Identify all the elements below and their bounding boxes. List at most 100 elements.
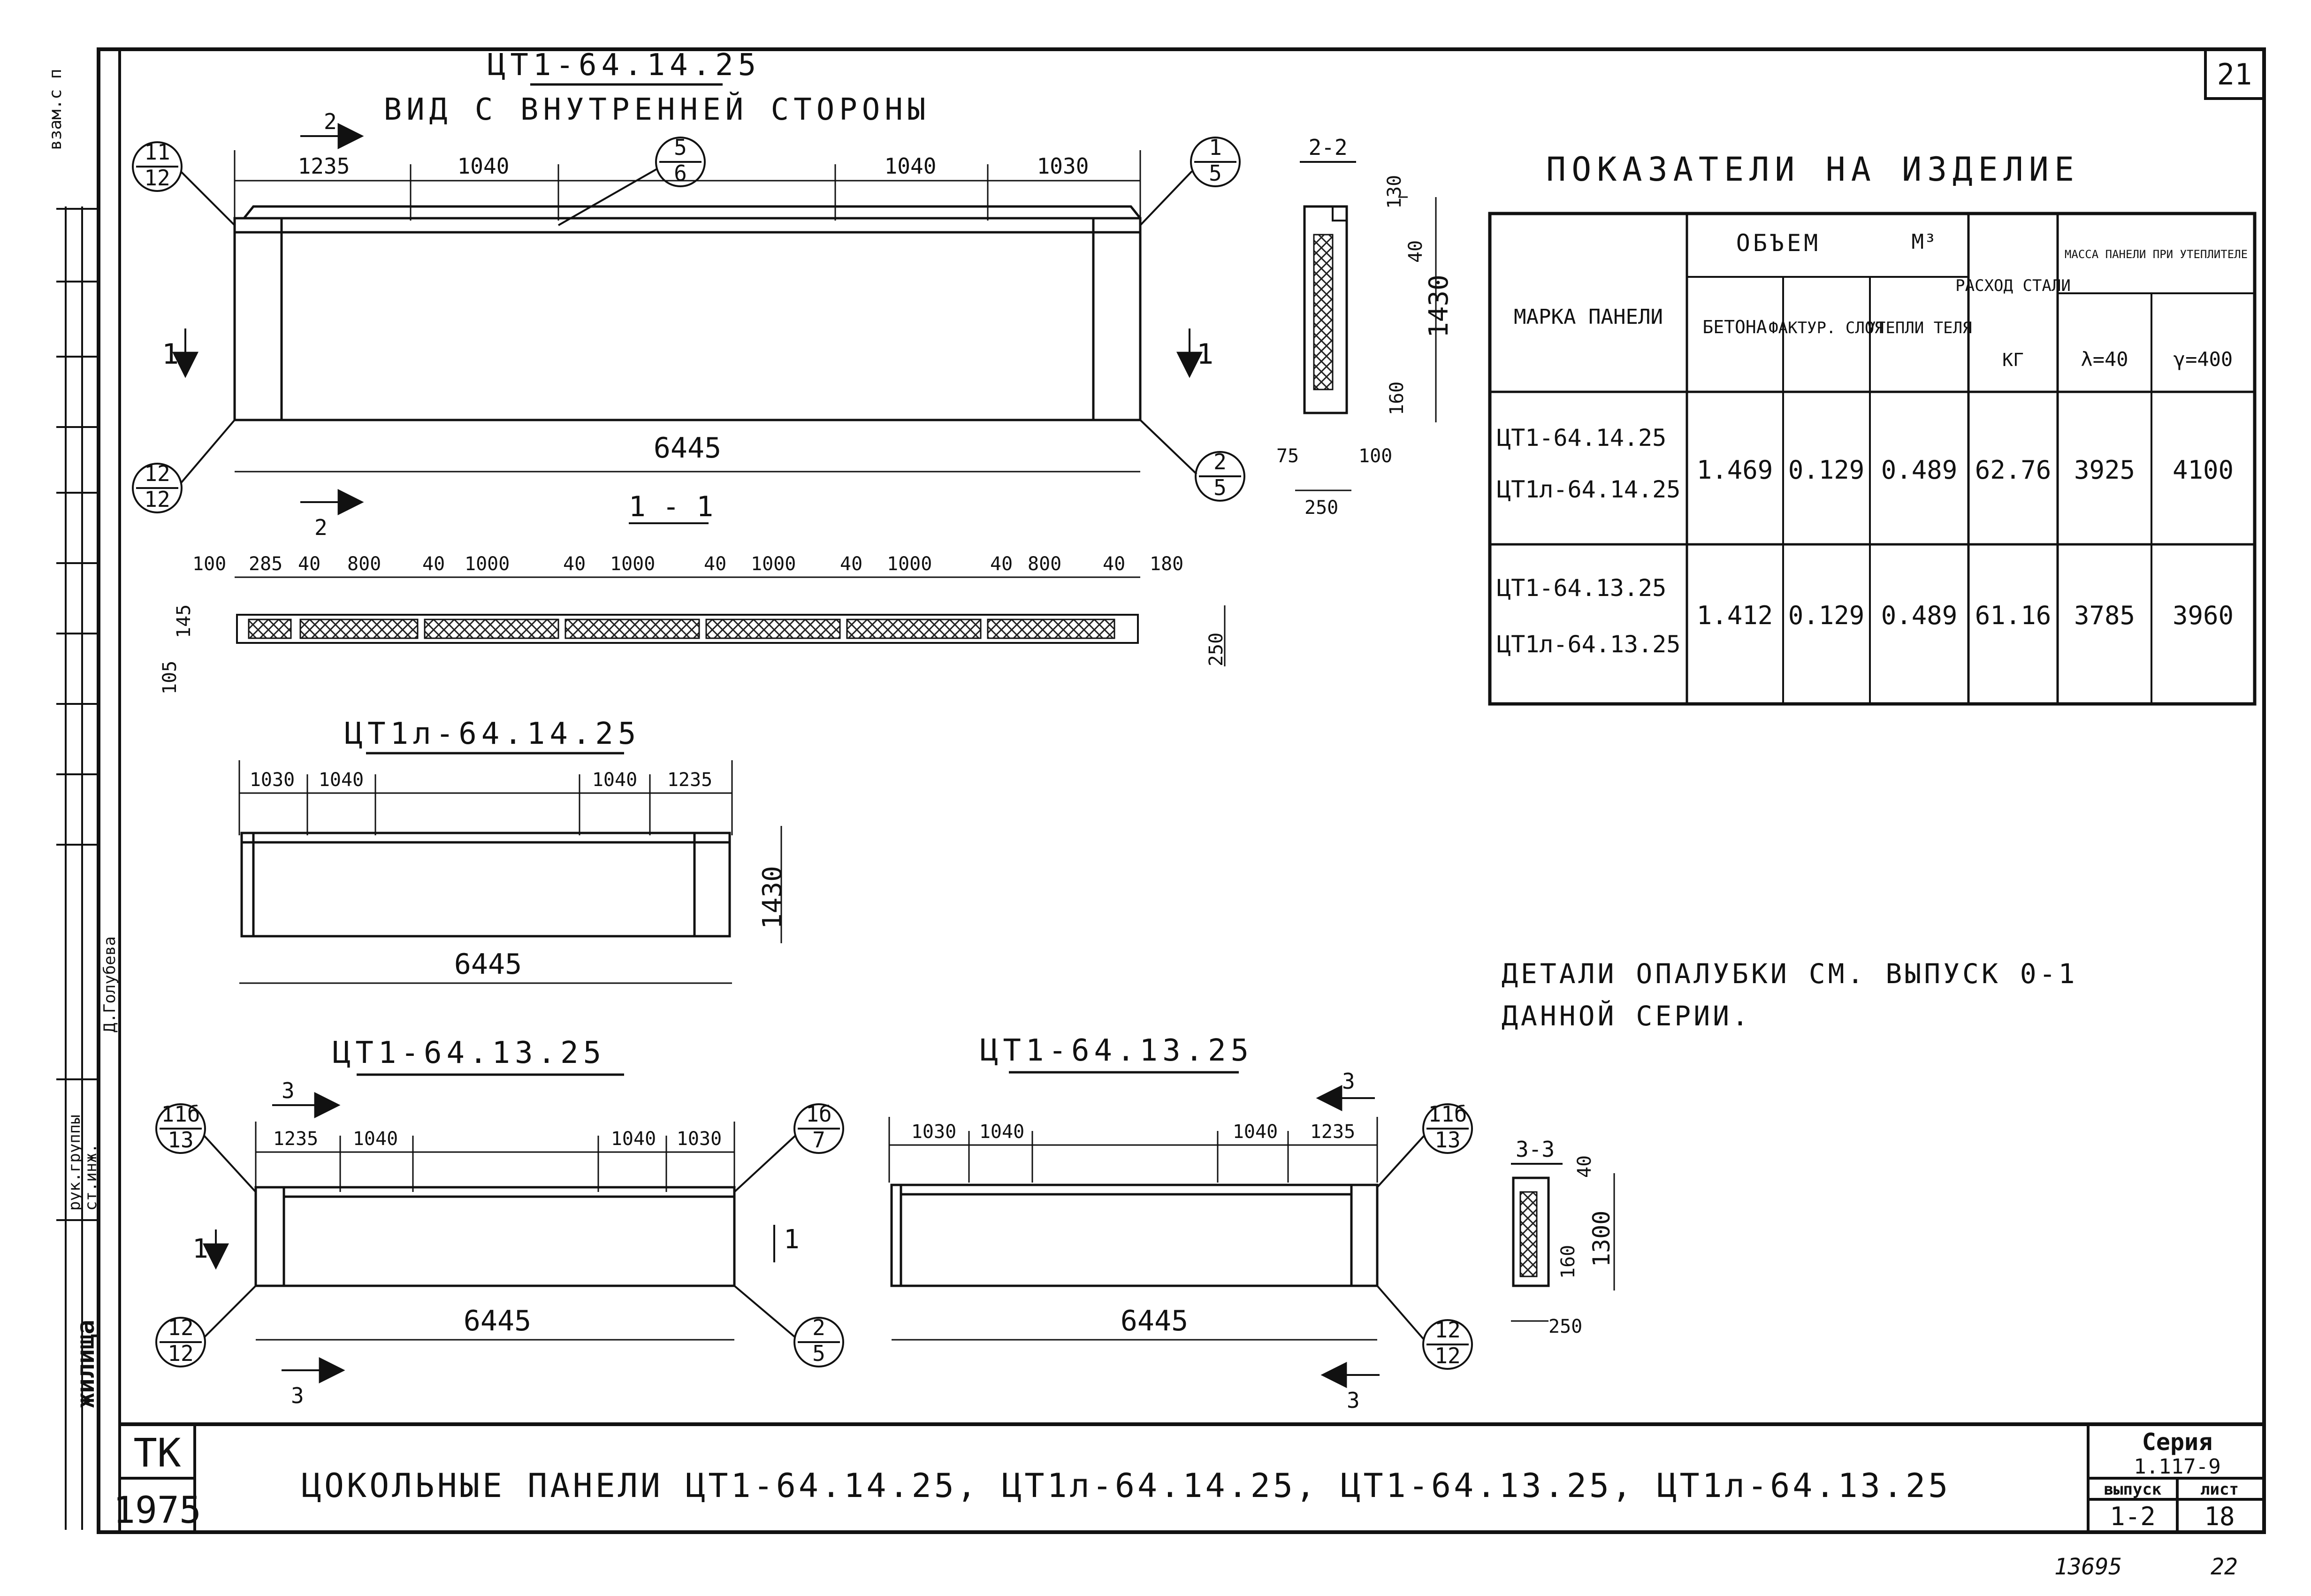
callout-3-den: 5 — [1209, 160, 1222, 186]
drawing-title: ЦОКОЛЬНЫЕ ПАНЕЛИ ЦТ1-64.14.25, ЦТ1л-64.1… — [302, 1466, 1951, 1505]
panel-l-14: ЦТ1л-64.14.25 1030 1040 1040 1235 6445 1… — [238, 717, 788, 984]
archive-page: 22 — [2211, 1554, 2238, 1580]
s11-dim-2: 40 — [298, 553, 320, 575]
hdr-steel: РАСХОД СТАЛИ — [1955, 276, 2071, 295]
stamp-name-1: Д.Голубева — [100, 936, 119, 1032]
p13r-dim-3: 1040 — [1233, 1121, 1278, 1143]
pl14-dim-2: 1040 — [319, 769, 364, 791]
s11-right-250: 250 — [1205, 633, 1227, 666]
callout-2-num: 5 — [674, 135, 687, 160]
section-mark-2-bottom: 2 — [314, 515, 328, 540]
stamp-role-2: ст.инж. — [82, 1144, 100, 1211]
note: ДЕТАЛИ ОПАЛУБКИ СМ. ВЫПУСК 0-1 ДАННОЙ СЕ… — [1502, 958, 2078, 1032]
hdr-concrete: БЕТОНА — [1702, 317, 1767, 337]
main-view: ЦТ1-64.14.25 ВИД С ВНУТРЕННЕЙ СТОРОНЫ 2 … — [132, 48, 1245, 540]
series-label: Серия — [2142, 1428, 2213, 1456]
callout-5-den: 5 — [1213, 475, 1227, 500]
p13r-section-bottom: 3 — [1347, 1388, 1360, 1413]
pl14-dim-3: 1040 — [592, 769, 637, 791]
callout-4-num: 12 — [144, 461, 170, 486]
p13r-callout-2-num: 12 — [1434, 1317, 1460, 1343]
p13l-callout-3-num: 12 — [168, 1315, 193, 1340]
section-1-1-title: 1 - 1 — [629, 490, 714, 523]
s11-dim-7: 1000 — [610, 553, 655, 575]
stamp-org: жилища — [72, 1320, 100, 1408]
p13l-callout-1-num: 11б — [161, 1101, 200, 1127]
row2-m400: 3960 — [2173, 601, 2234, 630]
row2-steel: 61.16 — [1975, 601, 2052, 630]
section-mark-2-top: 2 — [324, 109, 337, 134]
hdr-mass: МАССА ПАНЕЛИ ПРИ УТЕПЛИТЕЛЕ — [2065, 248, 2248, 261]
section-2-2: 2-2 130 40 1430 160 75 100 250 — [1276, 135, 1454, 519]
p13r-overall: 6445 — [1121, 1305, 1189, 1337]
s22-dim-160: 160 — [1386, 382, 1408, 415]
s11-left-105: 105 — [159, 661, 181, 695]
row2-m40: 3785 — [2074, 601, 2135, 630]
org-code: ТК — [133, 1430, 181, 1476]
p13r-section-top: 3 — [1342, 1069, 1355, 1094]
p13r-dim-1: 1030 — [911, 1121, 956, 1143]
row1-insulation: 0.489 — [1881, 455, 1958, 485]
s22-dim-1430: 1430 — [1424, 275, 1454, 338]
hdr-mass-b: γ=400 — [2174, 348, 2233, 371]
p13l-callout-4-den: 5 — [812, 1341, 825, 1366]
section-3-3: 3-3 40 1300 160 250 — [1511, 1137, 1615, 1337]
callout-1-num: 11 — [144, 139, 170, 165]
pl14-dim-4: 1235 — [667, 769, 712, 791]
series-value: 1.117-9 — [2134, 1455, 2220, 1479]
row1-m400: 4100 — [2173, 455, 2234, 485]
p13r-callout-1-den: 13 — [1434, 1127, 1460, 1153]
s11-dim-12: 40 — [990, 553, 1013, 575]
p13l-dim-3: 1040 — [611, 1128, 656, 1150]
s33-dim-1300: 1300 — [1588, 1211, 1615, 1267]
top-dim-4: 1030 — [1037, 153, 1089, 179]
row2-concrete: 1.412 — [1697, 601, 1773, 630]
pl14-dim-1: 1030 — [250, 769, 295, 791]
main-view-subtitle: ВИД С ВНУТРЕННЕЙ СТОРОНЫ — [384, 92, 931, 127]
p13l-callout-1-den: 13 — [168, 1127, 193, 1153]
archive-number: 13695 — [2054, 1554, 2122, 1580]
s33-dim-160: 160 — [1557, 1245, 1579, 1279]
s11-dim-3: 800 — [347, 553, 381, 575]
main-overall-dim: 6445 — [654, 432, 722, 465]
row1-mark-2: ЦТ1л-64.14.25 — [1497, 476, 1680, 503]
note-line-2: ДАННОЙ СЕРИИ. — [1502, 1000, 1751, 1032]
callout-3-num: 1 — [1209, 135, 1222, 160]
s11-left-145: 145 — [173, 604, 195, 638]
hdr-steel-unit: КГ — [2002, 350, 2024, 370]
side-mark-right: 1 — [1197, 338, 1213, 371]
p13l-section-top: 3 — [282, 1078, 295, 1103]
year: 1975 — [113, 1489, 201, 1532]
p13l-title: ЦТ1-64.13.25 — [333, 1036, 606, 1070]
p13l-section-bottom: 3 — [291, 1383, 304, 1408]
s11-dim-14: 40 — [1103, 553, 1125, 575]
section-2-2-title: 2-2 — [1308, 135, 1347, 160]
p13l-dim-4: 1030 — [677, 1128, 722, 1150]
section-3-3-title: 3-3 — [1516, 1137, 1555, 1162]
s11-dim-5: 1000 — [465, 553, 510, 575]
hdr-facing: ФАКТУР. СЛОЯ — [1769, 319, 1884, 337]
row2-facing: 0.129 — [1788, 601, 1865, 630]
s11-dim-4: 40 — [422, 553, 445, 575]
row1-mark-1: ЦТ1-64.14.25 — [1497, 424, 1666, 451]
note-line-1: ДЕТАЛИ ОПАЛУБКИ СМ. ВЫПУСК 0-1 — [1502, 958, 2078, 990]
sheet-label: лист — [2200, 1480, 2239, 1499]
sheet-frame — [97, 47, 2266, 1534]
p13r-dim-4: 1235 — [1310, 1121, 1355, 1143]
s22-dim-250: 250 — [1304, 497, 1338, 519]
callout-4-den: 12 — [144, 487, 170, 512]
issue-label: выпуск — [2104, 1480, 2162, 1499]
indicators-table: ПОКАЗАТЕЛИ НА ИЗДЕЛИЕ МАРКА ПАНЕЛИ ОБЪЕМ… — [1488, 150, 2257, 706]
pl14-overall: 6445 — [454, 948, 522, 981]
hdr-mass-a: λ=40 — [2081, 348, 2128, 371]
panel-l-14-title: ЦТ1л-64.14.25 — [345, 717, 641, 751]
p13l-callout-3-den: 12 — [168, 1341, 193, 1366]
p13l-callout-2-den: 7 — [812, 1127, 825, 1153]
sheet-value: 18 — [2204, 1502, 2235, 1531]
s33-dim-40: 40 — [1574, 1155, 1595, 1178]
row1-m40: 3925 — [2074, 455, 2135, 485]
p13r-callout-2-den: 12 — [1434, 1343, 1460, 1368]
callout-1-den: 12 — [144, 165, 170, 191]
hdr-volume-unit: М³ — [1912, 230, 1937, 254]
s11-dim-13: 800 — [1028, 553, 1061, 575]
